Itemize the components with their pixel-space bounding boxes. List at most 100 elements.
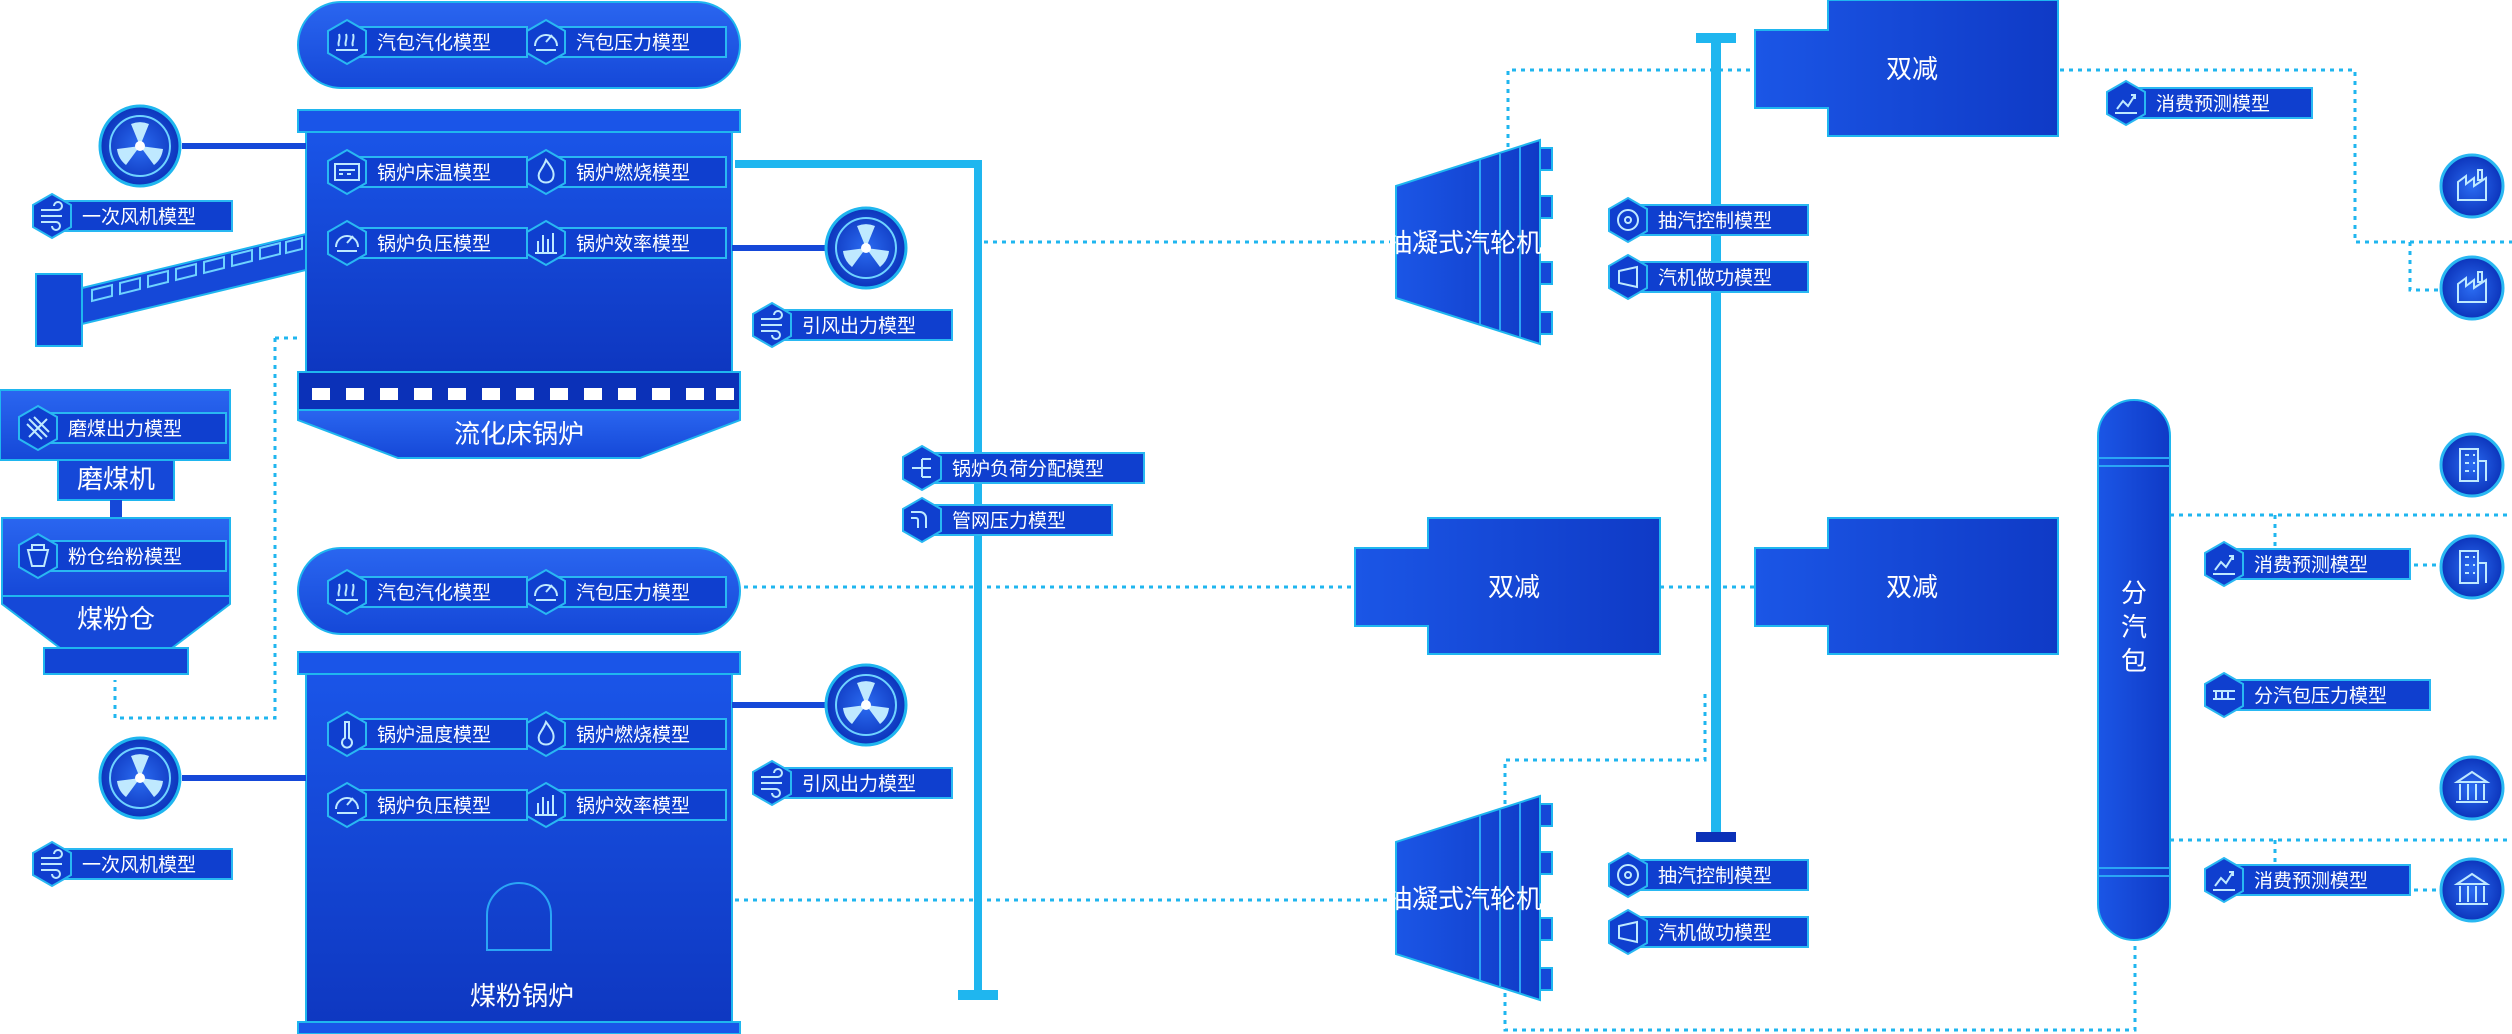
trend-icon	[2213, 555, 2235, 575]
model-tag-label: 粉仓给粉模型	[68, 546, 182, 568]
gauge-icon	[534, 584, 558, 601]
desuperheater-mid-left[interactable]: 双减	[1354, 517, 1661, 655]
consumer-building-1[interactable]	[2439, 432, 2505, 498]
model-tag-label: 分汽包压力模型	[2254, 685, 2387, 707]
model-tag-label: 引风出力模型	[802, 315, 916, 337]
model-tag-label: 汽包压力模型	[576, 32, 690, 54]
institution-icon	[2453, 770, 2491, 803]
model-tag-primary-fan[interactable]: 一次风机模型	[32, 192, 233, 240]
model-tag-primary-fan[interactable]: 一次风机模型	[32, 840, 233, 888]
header-icon	[2213, 690, 2235, 700]
model-tag-drum-pressure[interactable]: 汽包压力模型	[526, 568, 727, 616]
turbine-2-name: 抽凝式汽轮机	[1386, 885, 1542, 915]
turbine-icon	[1618, 920, 1638, 944]
coal-mill-name: 磨煤机	[77, 465, 155, 495]
model-tag-combustion[interactable]: 锅炉燃烧模型	[526, 148, 727, 196]
primary-fan-1[interactable]	[98, 104, 182, 188]
desuperheater-top[interactable]: 双减	[1754, 0, 2059, 137]
model-tag-drum-vapor[interactable]: 汽包汽化模型	[327, 18, 528, 66]
model-tag-header-pressure[interactable]: 分汽包压力模型	[2204, 671, 2431, 719]
model-tag-consumption-forecast[interactable]: 消费预测模型	[2106, 79, 2313, 127]
desuperheater-mid-left-name: 双减	[1488, 573, 1540, 603]
bar-chart-icon	[535, 795, 557, 816]
model-tag-induced-fan[interactable]: 引风出力模型	[752, 759, 953, 807]
model-tag-label: 汽机做功模型	[1658, 922, 1772, 944]
pc-boiler-name: 煤粉锅炉	[470, 982, 574, 1012]
model-tag-label: 一次风机模型	[82, 206, 196, 228]
model-tag-load-dist[interactable]: 锅炉负荷分配模型	[902, 444, 1145, 492]
thermometer-icon	[341, 721, 353, 749]
bin-icon	[26, 544, 50, 567]
model-tag-label: 消费预测模型	[2254, 554, 2368, 576]
model-tag-label: 抽汽控制模型	[1658, 865, 1772, 887]
model-tags: 汽包汽化模型汽包压力模型锅炉床温模型锅炉燃烧模型锅炉负压模型锅炉效率模型汽包汽化…	[18, 18, 2431, 956]
model-tag-label: 锅炉负荷分配模型	[952, 458, 1104, 480]
model-tag-drum-pressure[interactable]: 汽包压力模型	[526, 18, 727, 66]
primary-fan-2[interactable]	[98, 736, 182, 820]
building-icon	[2459, 448, 2487, 482]
induced-fan-1[interactable]	[824, 206, 908, 290]
consumer-factory-1[interactable]	[2439, 153, 2505, 219]
consumer-building-2[interactable]	[2439, 534, 2505, 600]
model-tag-load-pressure[interactable]: 锅炉负压模型	[327, 781, 528, 829]
model-tag-label: 锅炉效率模型	[576, 795, 690, 817]
consumer-bank-1[interactable]	[2439, 755, 2505, 821]
model-tag-label: 引风出力模型	[802, 773, 916, 795]
model-tag-extraction-ctrl[interactable]: 抽汽控制模型	[1608, 196, 1809, 244]
flame-icon	[537, 157, 555, 184]
model-tag-label: 锅炉燃烧模型	[576, 724, 690, 746]
induced-fan-2[interactable]	[824, 663, 908, 747]
gauge-icon	[534, 34, 558, 51]
model-tag-bed-temp[interactable]: 锅炉床温模型	[327, 148, 528, 196]
model-tag-induced-fan[interactable]: 引风出力模型	[752, 301, 953, 349]
model-tag-label: 汽包汽化模型	[377, 32, 491, 54]
target-icon	[1617, 209, 1639, 232]
flame-icon	[537, 719, 555, 746]
gauge-icon	[335, 797, 359, 814]
fan-connectors	[182, 143, 826, 781]
consumer-factory-2[interactable]	[2439, 255, 2505, 321]
model-tag-label: 消费预测模型	[2254, 870, 2368, 892]
model-tag-load-pressure[interactable]: 锅炉负压模型	[327, 219, 528, 267]
model-tag-efficiency[interactable]: 锅炉效率模型	[526, 219, 727, 267]
coal-conveyor	[35, 232, 307, 347]
turbine-1[interactable]: 抽凝式汽轮机	[1386, 138, 1553, 346]
building-icon	[2459, 550, 2487, 584]
factory-icon	[2457, 169, 2487, 201]
consumer-bank-2[interactable]	[2439, 857, 2505, 923]
turbine-2[interactable]: 抽凝式汽轮机	[1386, 794, 1553, 1002]
model-tag-label: 锅炉床温模型	[377, 162, 491, 184]
model-tag-label: 消费预测模型	[2156, 93, 2270, 115]
wind-icon	[41, 849, 63, 879]
cfb-boiler-name: 流化床锅炉	[454, 420, 584, 450]
distribution-icon	[912, 458, 931, 478]
steam-header-name: 分汽包	[2121, 579, 2147, 677]
model-tag-mill-output[interactable]: 磨煤出力模型	[18, 404, 227, 452]
desuperheater-mid-right-name: 双减	[1886, 573, 1938, 603]
model-tag-extraction-ctrl[interactable]: 抽汽控制模型	[1608, 851, 1809, 899]
factory-icon	[2457, 271, 2487, 303]
turbine-icon	[1618, 265, 1638, 289]
model-tag-efficiency[interactable]: 锅炉效率模型	[526, 781, 727, 829]
desuperheater-top-name: 双减	[1886, 55, 1938, 85]
model-tag-label: 磨煤出力模型	[68, 418, 182, 440]
model-tag-consumption-forecast[interactable]: 消费预测模型	[2204, 856, 2411, 904]
model-tag-drum-vapor[interactable]: 汽包汽化模型	[327, 568, 528, 616]
desuperheater-mid-right[interactable]: 双减	[1754, 517, 2059, 655]
model-tag-turbine-work[interactable]: 汽机做功模型	[1608, 908, 1809, 956]
furnace-bed-icon	[334, 163, 360, 181]
model-tag-label: 锅炉负压模型	[377, 795, 491, 817]
mill-cross-icon	[26, 416, 50, 440]
institution-icon	[2453, 872, 2491, 905]
model-tag-combustion[interactable]: 锅炉燃烧模型	[526, 710, 727, 758]
coal-bin-name: 煤粉仓	[77, 605, 155, 635]
model-tag-bin-feed[interactable]: 粉仓给粉模型	[18, 532, 227, 580]
model-tag-turbine-work[interactable]: 汽机做功模型	[1608, 253, 1809, 301]
steam-header[interactable]: 分汽包	[2097, 399, 2171, 941]
model-tag-network-pressure[interactable]: 管网压力模型	[902, 496, 1113, 544]
target-icon	[1617, 864, 1639, 887]
model-tag-boiler-temp[interactable]: 锅炉温度模型	[327, 710, 528, 758]
model-tag-consumption-forecast[interactable]: 消费预测模型	[2204, 540, 2411, 588]
model-tag-label: 锅炉温度模型	[377, 724, 491, 746]
